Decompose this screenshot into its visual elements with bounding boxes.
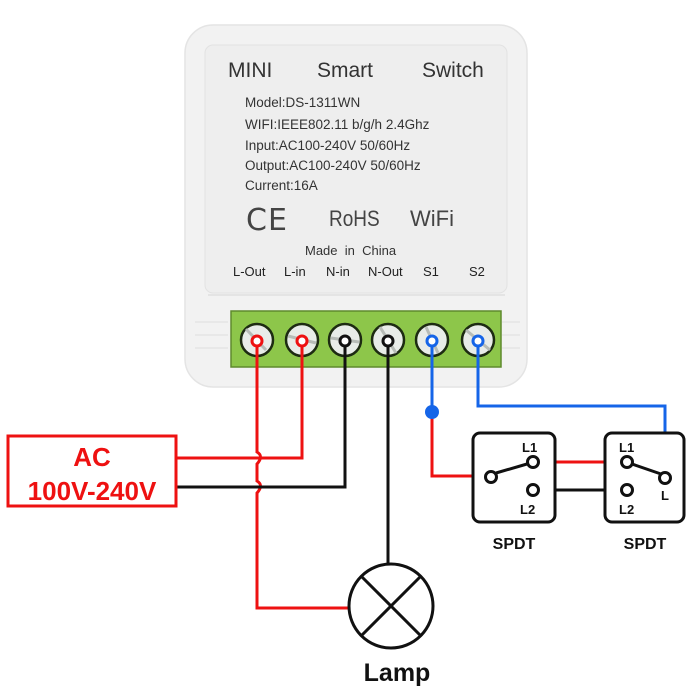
terminal-label-l-in: L-in xyxy=(284,264,306,279)
switch2-box xyxy=(603,431,686,524)
terminal-label-s2: S2 xyxy=(469,264,485,279)
spec-model: Model:DS-1311WN xyxy=(245,95,360,110)
rohs-mark: RoHS xyxy=(329,207,380,232)
switch1-common-terminal xyxy=(484,470,498,484)
ac-source-label-2: 100V-240V xyxy=(28,476,157,506)
ac-source-box xyxy=(6,434,178,508)
switch1-lever xyxy=(495,462,528,475)
device-title-mini: MINI xyxy=(228,59,272,82)
terminal-label-s1: S1 xyxy=(423,264,439,279)
s1-junction-dot xyxy=(425,405,439,419)
switch1-caption: SPDT xyxy=(493,536,536,553)
made-in-china: Made in China xyxy=(305,243,397,258)
terminal-block xyxy=(230,310,502,368)
spec-output: Output:AC100-240V 50/60Hz xyxy=(245,158,421,173)
switch1-l1-terminal xyxy=(526,455,540,469)
terminal-label-n-out: N-Out xyxy=(368,264,403,279)
switch2-l2-terminal xyxy=(620,483,634,497)
smart-switch-device: MINI Smart Switch Model:DS-1311WN WIFI:I… xyxy=(184,24,528,388)
lamp-caption: Lamp xyxy=(364,659,431,687)
switch1-l1-label: L1 xyxy=(522,440,537,455)
switch1-l2-label: L2 xyxy=(520,502,535,517)
wifi-mark: WiFi xyxy=(410,206,454,231)
spdt-switch-2: L1 L2 L SPDT xyxy=(603,431,686,553)
terminal-label-l-out: L-Out xyxy=(233,264,266,279)
switch2-caption: SPDT xyxy=(624,536,667,553)
switch2-l1-label: L1 xyxy=(619,440,634,455)
terminal-connection-points xyxy=(250,334,485,348)
device-label-panel xyxy=(204,44,508,294)
ac-source-label-1: AC xyxy=(73,442,111,472)
spdt-switch-1: L1 L2 SPDT xyxy=(471,431,557,553)
switch2-l-label: L xyxy=(661,488,669,503)
spec-current: Current:16A xyxy=(245,178,318,193)
switch2-lever xyxy=(631,462,662,476)
spec-wifi: WIFI:IEEE802.11 b/g/h 2.4Ghz xyxy=(245,117,430,132)
switch1-l2-terminal xyxy=(526,483,540,497)
wire-l-in-from-ac xyxy=(176,341,304,460)
ac-power-source: AC 100V-240V xyxy=(6,434,178,508)
lamp-cross-2 xyxy=(359,574,423,638)
terminal-label-n-in: N-in xyxy=(326,264,350,279)
switch2-l2-label: L2 xyxy=(619,502,634,517)
switch2-l1-terminal xyxy=(620,455,634,469)
device-title-switch: Switch xyxy=(422,59,484,82)
switch2-l-terminal xyxy=(658,471,672,485)
device-title-smart: Smart xyxy=(317,59,373,82)
ce-mark-icon: CE xyxy=(246,203,288,238)
spec-input: Input:AC100-240V 50/60Hz xyxy=(245,138,410,153)
lamp: Lamp xyxy=(347,562,435,687)
wire-n-in-from-ac xyxy=(176,341,347,489)
wire-s1-to-switch1-common xyxy=(430,412,485,478)
wire-l-out-to-lamp xyxy=(255,341,350,610)
side-ridges xyxy=(195,321,520,349)
